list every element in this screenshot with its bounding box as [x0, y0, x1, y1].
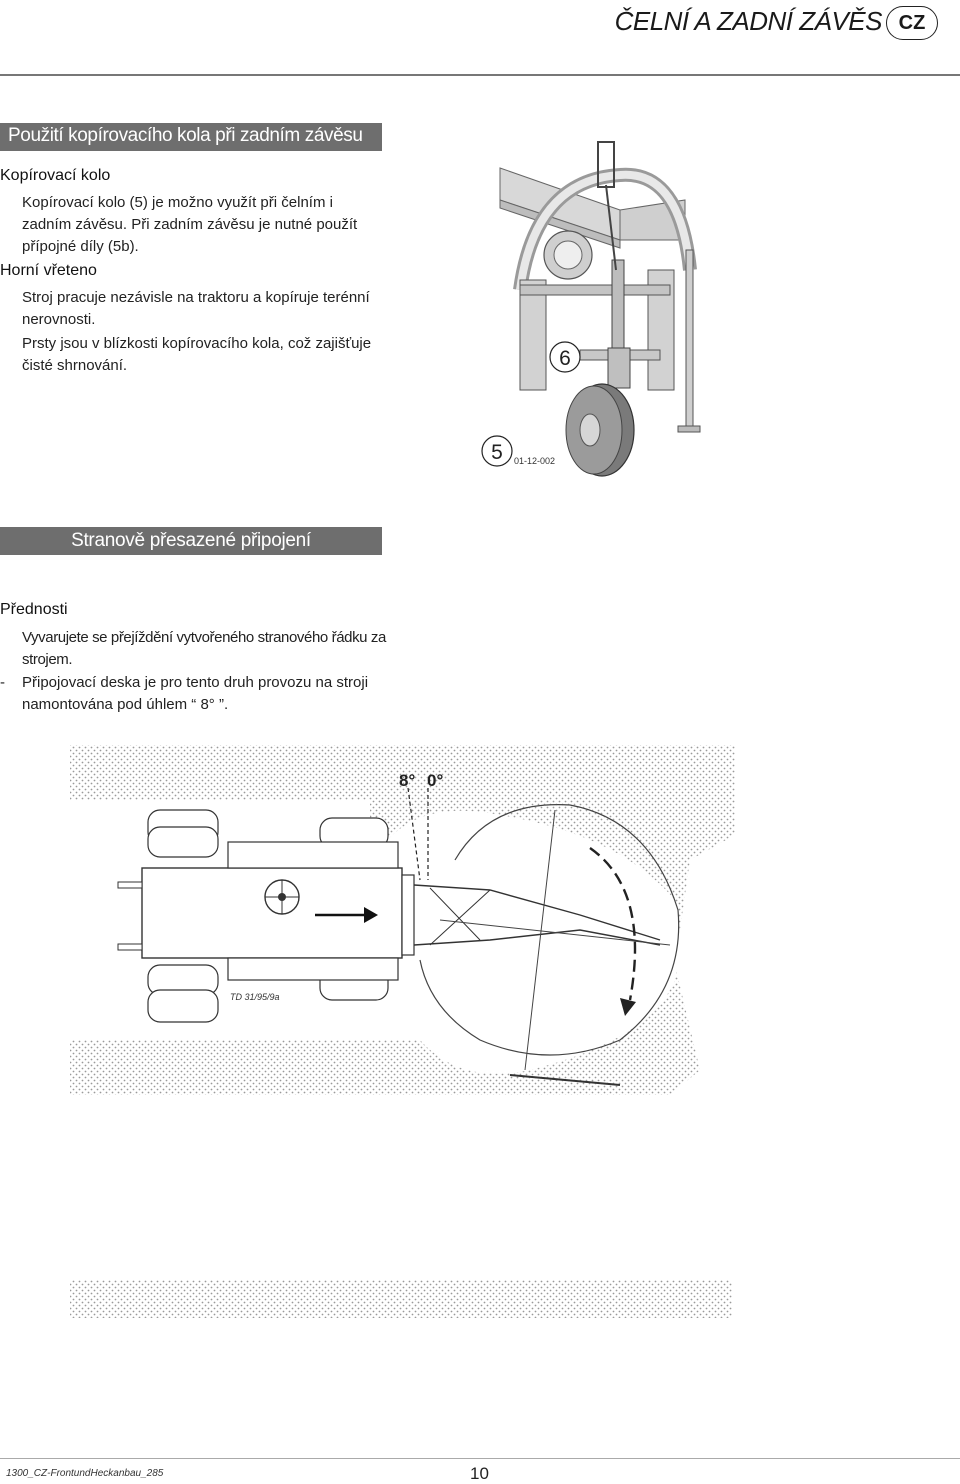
subheading-advantages: Přednosti — [0, 601, 68, 618]
language-badge: CZ — [886, 6, 938, 40]
paragraph-top-link-1: Stroj pracuje nezávisle na traktoru a ko… — [22, 289, 370, 328]
footer-doc-code: 1300_CZ-FrontundHeckanbau_285 — [6, 1468, 164, 1479]
paragraph-follow-wheel: Kopírovací kolo (5) je možno využít při … — [22, 194, 358, 255]
angle-8-label: 8° — [399, 771, 415, 790]
section-title-offset-attachment: Stranově přesazené připojení — [0, 527, 382, 555]
paragraph-advantages-1: Vyvarujete se přejíždění vytvořeného str… — [22, 629, 386, 668]
figure1-image-code: 01-12-002 — [514, 456, 555, 466]
follow-wheel-illustration: 6 5 01-12-002 — [481, 141, 701, 477]
bullet-dash: - — [0, 674, 5, 691]
page-number: 10 — [470, 1464, 489, 1483]
subheading-top-link: Horní vřeteno — [0, 262, 97, 279]
section-title-follow-wheel: Použití kopírovacího kola při zadním záv… — [0, 123, 382, 151]
callout-5: 5 — [491, 441, 503, 464]
footer-divider — [0, 1458, 960, 1459]
angle-0-label: 0° — [427, 771, 443, 790]
offset-attachment-diagram: 8° 0° TD 31/95/9a — [70, 745, 735, 1318]
page-title: ČELNÍ A ZADNÍ ZÁVĚS — [614, 6, 883, 36]
header-divider — [0, 74, 960, 76]
paragraph-advantages-2: Připojovací deska je pro tento druh prov… — [22, 674, 369, 713]
figure2-image-code: TD 31/95/9a — [230, 992, 280, 1002]
subheading-follow-wheel: Kopírovací kolo — [0, 167, 111, 184]
paragraph-top-link-2: Prsty jsou v blízkosti kopírovacího kola… — [22, 335, 372, 374]
callout-6: 6 — [559, 347, 571, 370]
